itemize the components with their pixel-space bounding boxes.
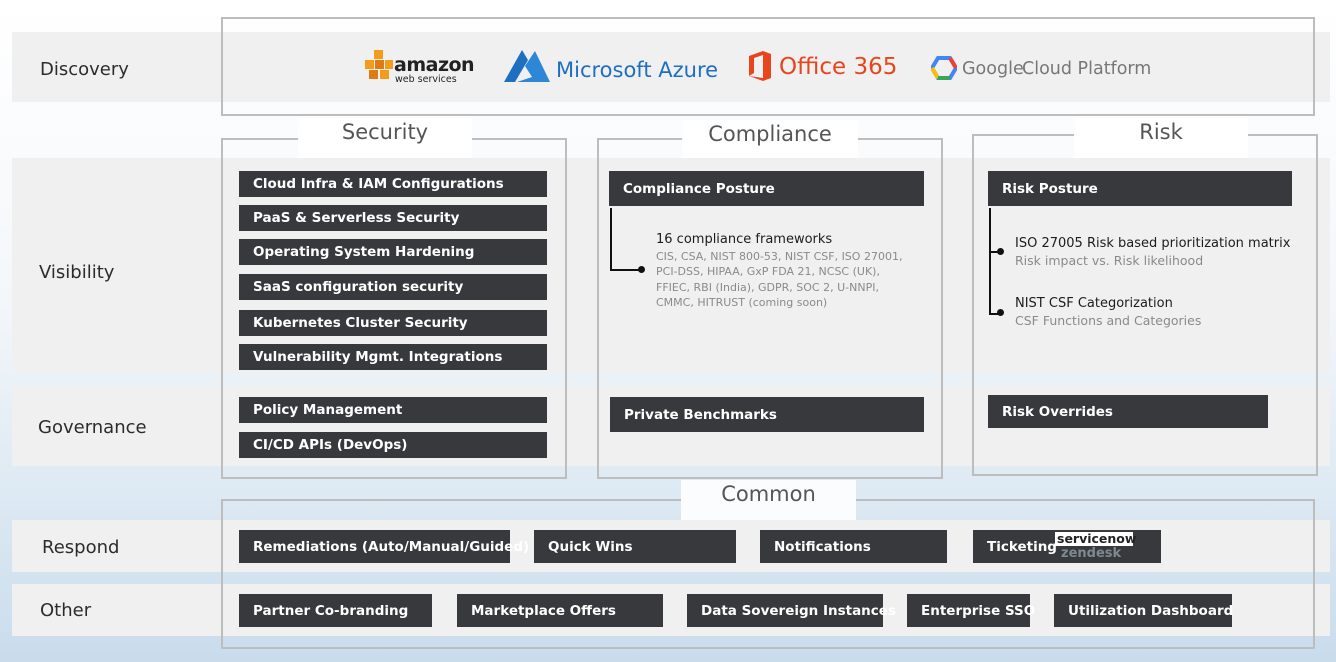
compliance-frameworks-line-4: CMMC, HITRUST (coming soon): [656, 296, 828, 309]
row-label-other: Other: [40, 600, 92, 621]
gcp-wordmark-cloud: Cloud Platform: [1022, 59, 1152, 79]
risk-tree-dot-1: [997, 248, 1004, 255]
compliance-frameworks-line-2: PCI-DSS, HIPAA, GxP FDA 21, NCSC (UK),: [656, 265, 880, 278]
aws-cubes-icon: [365, 50, 393, 79]
aws-logo: amazon web services: [364, 48, 475, 88]
risk-overrides-button[interactable]: Risk Overrides: [988, 395, 1268, 428]
security-item-vulnerability[interactable]: Vulnerability Mgmt. Integrations: [239, 344, 547, 370]
quick-wins-button[interactable]: Quick Wins: [534, 530, 736, 563]
office-icon: [749, 51, 771, 81]
risk-item-iso-subtitle: Risk impact vs. Risk likelihood: [1015, 253, 1204, 268]
private-benchmarks-button[interactable]: Private Benchmarks: [610, 397, 924, 432]
discovery-band: [12, 32, 1330, 102]
security-item-kubernetes[interactable]: Kubernetes Cluster Security: [239, 310, 547, 336]
compliance-posture-button[interactable]: Compliance Posture: [609, 171, 924, 206]
column-heading-common: Common: [681, 480, 856, 520]
office-wordmark: Office 365: [779, 54, 898, 80]
azure-icon: [504, 50, 550, 82]
risk-tree-branch-1: [989, 251, 1001, 253]
data-sovereign-button[interactable]: Data Sovereign Instances: [687, 594, 896, 627]
compliance-tree-branch: [610, 269, 640, 271]
row-label-discovery: Discovery: [40, 59, 129, 80]
compliance-tree-line: [610, 208, 612, 271]
risk-posture-button[interactable]: Risk Posture: [988, 171, 1292, 206]
azure-wordmark: Microsoft Azure: [556, 58, 719, 82]
partner-cobranding-button[interactable]: Partner Co-branding: [239, 594, 432, 627]
ticketing-label: Ticketing: [987, 538, 1057, 555]
column-heading-risk: Risk: [1074, 118, 1248, 158]
enterprise-sso-button[interactable]: Enterprise SSO: [907, 594, 1035, 627]
aws-subwordmark: web services: [395, 74, 457, 85]
risk-item-iso-title: ISO 27005 Risk based prioritization matr…: [1015, 236, 1291, 251]
gcp-wordmark-google: Google: [962, 59, 1024, 79]
security-item-paas[interactable]: PaaS & Serverless Security: [239, 205, 547, 231]
compliance-frameworks-title: 16 compliance frameworks: [656, 232, 833, 247]
security-item-policy-management[interactable]: Policy Management: [239, 397, 547, 423]
compliance-frameworks-line-1: CIS, CSA, NIST 800-53, NIST CSF, ISO 270…: [656, 250, 903, 263]
row-label-governance: Governance: [38, 417, 147, 438]
marketplace-offers-button[interactable]: Marketplace Offers: [457, 594, 663, 627]
discovery-frame: [221, 17, 1315, 116]
compliance-frameworks-line-3: FFIEC, RBI (India), GDPR, SOC 2, U-NNPI,: [656, 281, 879, 294]
risk-item-nist-subtitle: CSF Functions and Categories: [1015, 313, 1202, 328]
risk-tree-line: [989, 208, 991, 315]
risk-item-nist-title: NIST CSF Categorization: [1015, 296, 1173, 311]
utilization-dashboard-button[interactable]: Utilization Dashboard: [1054, 594, 1233, 627]
security-item-saas[interactable]: SaaS configuration security: [239, 274, 547, 300]
remediations-button[interactable]: Remediations (Auto/Manual/Guided): [239, 530, 529, 563]
gcp-icon: [931, 56, 957, 80]
security-item-os-hardening[interactable]: Operating System Hardening: [239, 239, 547, 265]
row-label-respond: Respond: [42, 537, 120, 558]
notifications-button[interactable]: Notifications: [760, 530, 947, 563]
zendesk-logo: zendesk: [1061, 546, 1122, 561]
aws-wordmark: amazon: [394, 54, 475, 76]
ticketing-button[interactable]: Ticketing servicenow zendesk: [973, 530, 1161, 563]
column-heading-security: Security: [298, 118, 472, 158]
risk-tree-dot-2: [997, 309, 1004, 316]
row-label-visibility: Visibility: [39, 262, 115, 283]
security-item-cicd-apis[interactable]: CI/CD APIs (DevOps): [239, 432, 547, 458]
security-item-cloud-infra[interactable]: Cloud Infra & IAM Configurations: [239, 171, 547, 197]
risk-tree-branch-2: [989, 313, 1001, 315]
servicenow-logo: servicenow: [1055, 531, 1137, 546]
compliance-tree-dot: [638, 266, 645, 273]
column-heading-compliance: Compliance: [682, 120, 858, 158]
